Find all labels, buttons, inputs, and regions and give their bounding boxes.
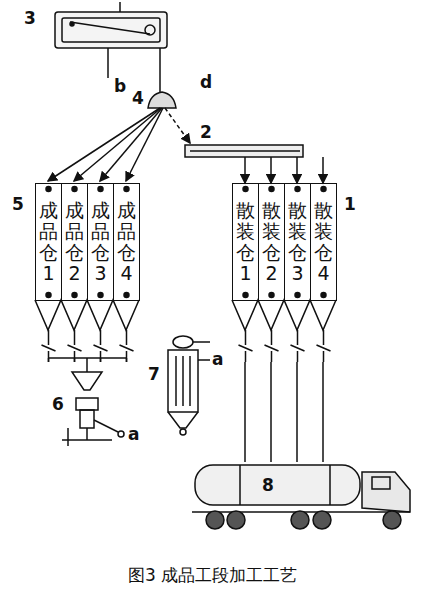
silo-bin: 成品仓3 xyxy=(87,183,114,301)
silo-name: 散装仓4 xyxy=(314,200,333,284)
silo-bin: 成品仓4 xyxy=(113,183,140,301)
figure-caption: 图3 成品工段加工工艺 xyxy=(0,564,425,587)
silo-bin: 成品仓1 xyxy=(35,183,62,301)
callout-number: 3 xyxy=(24,10,36,27)
callout-number: a xyxy=(212,351,223,368)
silo-bin: 散装仓2 xyxy=(258,183,285,301)
silo-name: 散装仓1 xyxy=(236,200,255,284)
silo-name: 散装仓2 xyxy=(262,200,281,284)
callout-number: 8 xyxy=(262,477,274,494)
callout-number: 2 xyxy=(200,124,212,141)
callout-number: 1 xyxy=(344,196,356,213)
callout-number: 6 xyxy=(52,396,64,413)
callout-number: 5 xyxy=(12,196,24,213)
silo-name: 成品仓2 xyxy=(65,200,84,284)
silo-bin: 散装仓3 xyxy=(284,183,311,301)
silo-bin: 散装仓1 xyxy=(232,183,259,301)
callout-number: b xyxy=(114,78,126,95)
silo-bin: 成品仓2 xyxy=(61,183,88,301)
callout-number: d xyxy=(200,74,212,91)
silo-name: 成品仓3 xyxy=(91,200,110,284)
callout-number: a xyxy=(128,426,139,443)
silo-name: 成品仓4 xyxy=(117,200,136,284)
callout-number: 4 xyxy=(132,90,144,107)
silo-name: 散装仓3 xyxy=(288,200,307,284)
silo-name: 成品仓1 xyxy=(39,200,58,284)
callout-number: 7 xyxy=(148,366,160,383)
silo-bin: 散装仓4 xyxy=(310,183,337,301)
